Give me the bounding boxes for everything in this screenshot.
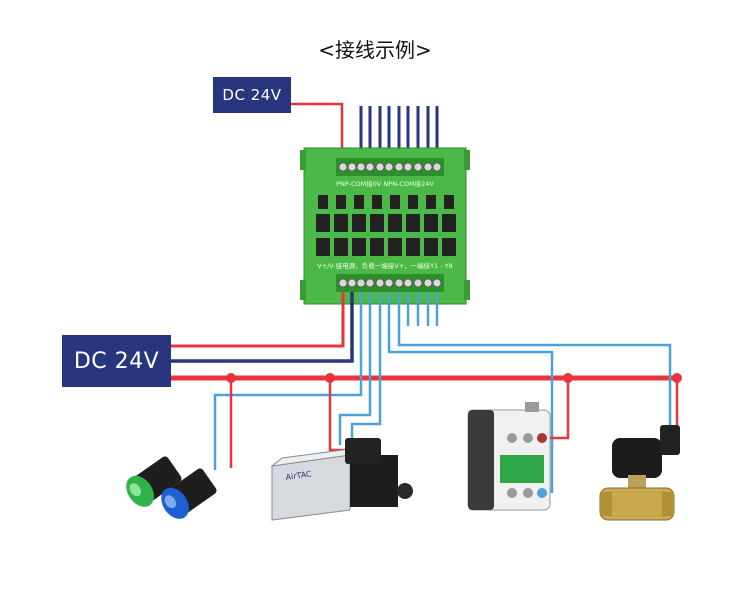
power-supply-left-label: DC 24V (73, 348, 160, 374)
lamp-icon (126, 456, 217, 519)
valve-brand: AirTAC (285, 469, 313, 482)
positive-drops (229, 378, 679, 468)
valve-icon: AirTAC (270, 438, 413, 521)
power-supply-left: DC 24V (62, 335, 171, 387)
power-supply-top-label: DC 24V (222, 86, 282, 104)
output-signal-wires (213, 292, 672, 493)
power-bus (171, 292, 682, 383)
diagram-title: <接线示例> (318, 38, 432, 62)
top-power-wires (291, 102, 344, 160)
brass-valve-icon (599, 425, 680, 521)
spare-output-wires (406, 292, 439, 326)
relay-board: PNP-COM接0V NPN-COM接24V V+/V-接电源，负载一端接V+，… (300, 147, 470, 305)
board-top-label: PNP-COM接0V NPN-COM接24V (336, 179, 434, 188)
power-supply-top: DC 24V (213, 77, 291, 113)
contactor-icon (467, 402, 551, 511)
board-bottom-label: V+/V-接电源，负载一端接V+，一端接Y1 - Y8 (317, 261, 453, 270)
